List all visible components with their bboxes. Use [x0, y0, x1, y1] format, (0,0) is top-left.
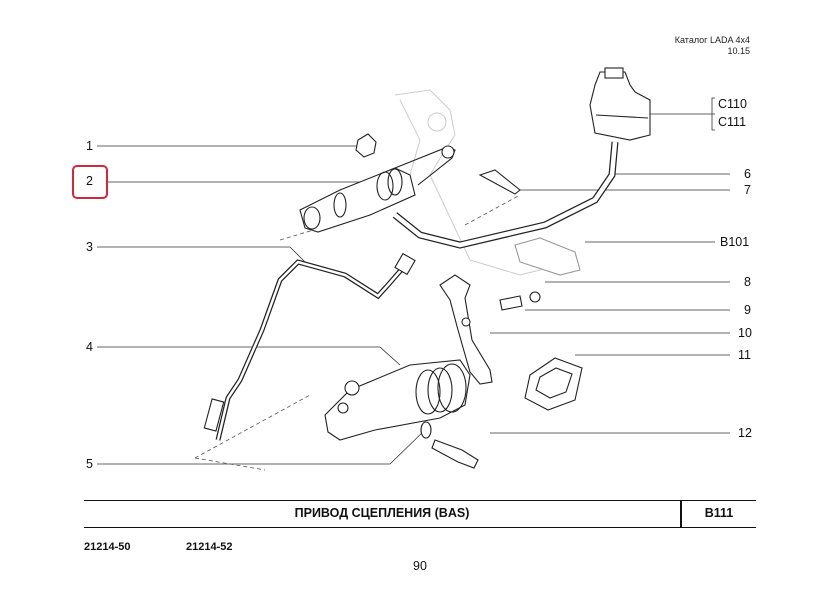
callout-2-highlight-box: [72, 165, 108, 199]
catalog-header: Каталог LADA 4x4 10.15: [675, 35, 750, 57]
title-block: ПРИВОД СЦЕПЛЕНИЯ (BAS) B111: [84, 500, 756, 528]
catalog-revision: 10.15: [727, 46, 750, 56]
callout-3: 3: [86, 240, 93, 254]
catalog-name: Каталог LADA 4x4: [674, 35, 750, 45]
callout-12: 12: [738, 426, 752, 440]
model-code-2: 21214-52: [186, 541, 233, 553]
callout-9: 9: [744, 303, 751, 317]
callout-2: 2: [86, 174, 93, 188]
page-number: 90: [413, 559, 427, 573]
callout-10: 10: [738, 326, 752, 340]
callout-6: 6: [744, 167, 751, 181]
model-code-1: 21214-50: [84, 541, 131, 553]
callout-5: 5: [86, 457, 93, 471]
callout-4: 4: [86, 340, 93, 354]
ref-b101: B101: [720, 235, 750, 249]
callout-1: 1: [86, 139, 93, 153]
title-divider: [680, 501, 682, 527]
callout-8: 8: [744, 275, 751, 289]
callout-7: 7: [744, 183, 751, 197]
callout-11: 11: [738, 348, 751, 362]
section-title: ПРИВОД СЦЕПЛЕНИЯ (BAS): [294, 506, 470, 520]
ref-c111: C111: [718, 115, 747, 129]
ref-c110: C110: [718, 97, 747, 111]
section-code: B111: [704, 506, 734, 520]
